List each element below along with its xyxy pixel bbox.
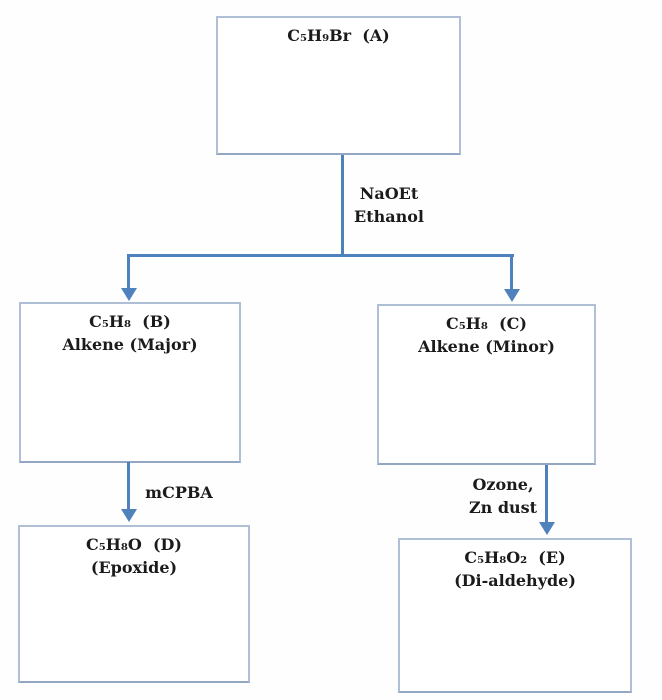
- edge-label-line-ozone: Ozone,: [472, 475, 534, 494]
- arrowhead-down-d-icon: [121, 509, 137, 522]
- edge-label-ozone: Ozone, Zn dust: [461, 473, 545, 519]
- edge-label-line-zn-dust: Zn dust: [468, 498, 538, 517]
- edge-label-a-split: NaOEt Ethanol: [346, 182, 432, 228]
- connector-a-stem: [341, 155, 344, 256]
- node-d-subtitle: (Epoxide): [90, 558, 178, 577]
- connector-branch-horizontal: [127, 254, 514, 257]
- node-a-formula: C₅H₉Br (A): [287, 26, 390, 45]
- node-box-d: C₅H₈O (D) (Epoxide): [18, 525, 250, 683]
- node-d-formula: C₅H₈O (D): [86, 535, 182, 554]
- edge-label-mcpba: mCPBA: [139, 481, 219, 504]
- connector-drop-to-b: [127, 254, 130, 290]
- node-c-subtitle: Alkene (Minor): [418, 337, 555, 356]
- node-b-formula: C₅H₈ (B): [89, 312, 171, 331]
- arrowhead-down-b-icon: [121, 288, 137, 301]
- node-box-a: C₅H₉Br (A): [216, 16, 461, 155]
- arrowhead-down-e-icon: [539, 522, 555, 535]
- connector-drop-to-c: [510, 254, 513, 291]
- node-e-formula: C₅H₈O₂ (E): [464, 548, 566, 567]
- edge-label-line-ethanol: Ethanol: [354, 207, 424, 226]
- node-box-c: C₅H₈ (C) Alkene (Minor): [377, 304, 596, 465]
- node-box-e: C₅H₈O₂ (E) (Di-aldehyde): [398, 538, 632, 693]
- node-e-subtitle: (Di-aldehyde): [454, 571, 576, 590]
- edge-label-line-mcpba: mCPBA: [145, 483, 213, 502]
- connector-c-to-e: [545, 465, 548, 523]
- edge-label-line-naoet: NaOEt: [359, 184, 419, 203]
- node-c-formula: C₅H₈ (C): [446, 314, 527, 333]
- node-box-b: C₅H₈ (B) Alkene (Major): [19, 302, 241, 463]
- connector-b-to-d: [127, 462, 130, 510]
- node-b-subtitle: Alkene (Major): [62, 335, 198, 354]
- arrowhead-down-c-icon: [504, 289, 520, 302]
